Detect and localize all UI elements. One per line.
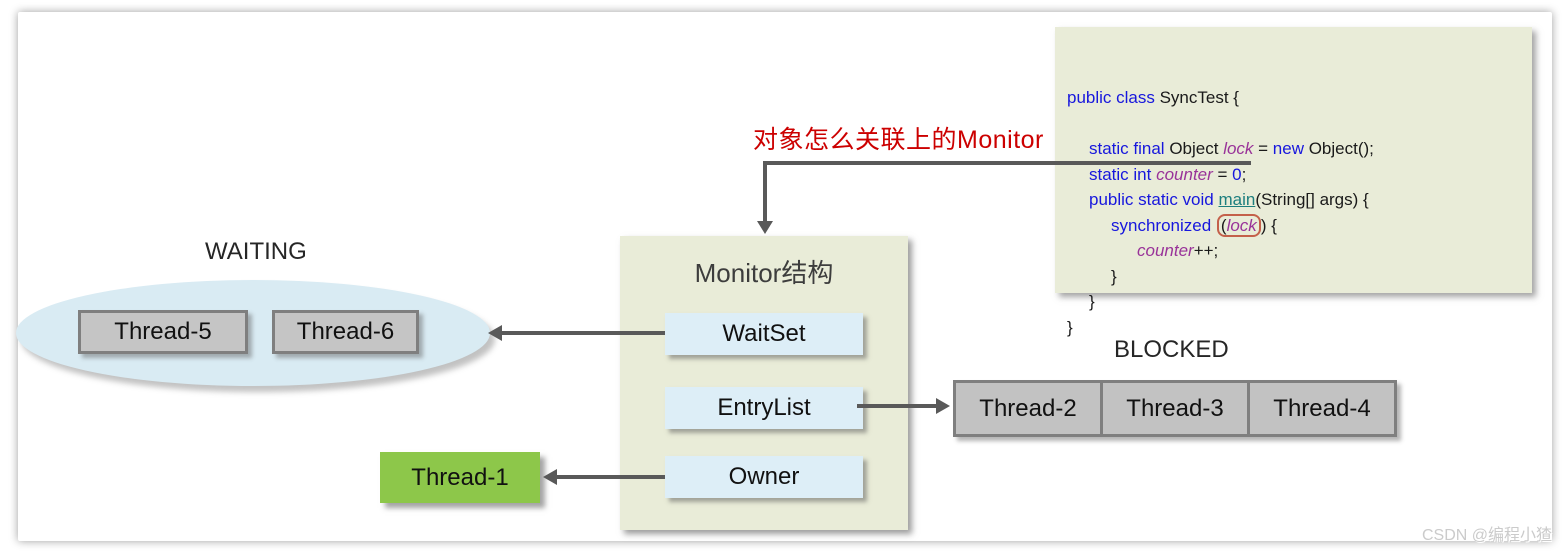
arrow-entrylist-to-blocked-line <box>857 404 939 408</box>
arrow-lock-to-monitor-head-icon <box>757 221 773 234</box>
code-token: static int <box>1089 164 1152 184</box>
waitset-slot: WaitSet <box>665 313 863 355</box>
code-token: counter <box>1137 241 1194 260</box>
thread-3-box: Thread-3 <box>1100 380 1250 437</box>
thread-6-box: Thread-6 <box>272 310 419 354</box>
code-token: 0 <box>1232 164 1242 184</box>
code-token: Object(); <box>1303 139 1374 158</box>
code-line: counter++; <box>1067 238 1520 264</box>
code-line <box>1067 111 1520 137</box>
code-line: public class SyncTest { <box>1067 85 1520 111</box>
code-line: static final Object lock = new Object(); <box>1067 136 1520 162</box>
code-token: lock <box>1226 215 1257 235</box>
code-line: } <box>1067 264 1520 290</box>
blocked-queue: Thread-2 Thread-3 Thread-4 <box>953 380 1397 437</box>
owner-slot: Owner <box>665 456 863 498</box>
arrow-entrylist-to-blocked-head-icon <box>936 398 950 414</box>
arrow-lock-to-monitor-hline <box>763 161 1251 165</box>
code-token: ++; <box>1193 241 1219 260</box>
code-token: } <box>1111 266 1117 286</box>
code-token: ) { <box>1260 215 1277 235</box>
code-token: } <box>1067 317 1073 337</box>
arrow-lock-to-monitor-vline <box>763 161 767 222</box>
code-token: lock <box>1223 139 1254 158</box>
code-token: new <box>1272 139 1304 158</box>
lock-highlight-box: (lock <box>1216 213 1261 237</box>
code-token: main <box>1218 190 1256 209</box>
thread-1-box: Thread-1 <box>380 452 540 503</box>
code-line: synchronized (lock) { <box>1067 213 1520 239</box>
code-token: Object <box>1164 139 1224 158</box>
arrow-waitset-to-waiting-line <box>500 331 665 335</box>
code-line: } <box>1067 289 1520 315</box>
code-token: ( <box>1220 215 1227 235</box>
code-line: static int counter = 0; <box>1067 162 1520 188</box>
waiting-state-label: WAITING <box>205 238 307 265</box>
code-token: (String[] args) { <box>1255 190 1369 209</box>
code-token: SyncTest { <box>1154 88 1239 107</box>
code-token: synchronized <box>1111 215 1212 235</box>
java-code-panel: public class SyncTest { static final Obj… <box>1055 27 1532 337</box>
code-token: } <box>1089 292 1095 311</box>
code-token: = <box>1253 139 1273 158</box>
watermark: CSDN @编程小猹 <box>1421 527 1552 544</box>
blocked-state-label: BLOCKED <box>1114 336 1229 363</box>
arrow-waitset-to-waiting-head-icon <box>488 325 502 341</box>
arrow-owner-to-thread1-head-icon <box>543 469 557 485</box>
code-token: counter <box>1156 164 1213 184</box>
annotation-text: 对象怎么关联上的Monitor <box>753 126 1044 154</box>
code-token: = <box>1212 164 1233 184</box>
entrylist-slot: EntryList <box>665 387 863 429</box>
code-line: } <box>1067 315 1520 341</box>
code-token: static final <box>1089 139 1165 158</box>
monitor-title: Monitor结构 <box>694 258 834 288</box>
monitor-structure-box: Monitor结构 WaitSet EntryList Owner <box>620 236 908 530</box>
code-line: public static void main(String[] args) { <box>1067 187 1520 213</box>
thread-5-box: Thread-5 <box>78 310 248 354</box>
arrow-owner-to-thread1-line <box>555 475 665 479</box>
thread-4-box: Thread-4 <box>1247 380 1397 437</box>
code-lines: public class SyncTest { static final Obj… <box>1067 85 1520 340</box>
code-token <box>1211 216 1216 235</box>
code-token: ; <box>1241 164 1247 184</box>
code-token: public class <box>1067 88 1155 107</box>
code-token: public static void <box>1089 190 1214 209</box>
